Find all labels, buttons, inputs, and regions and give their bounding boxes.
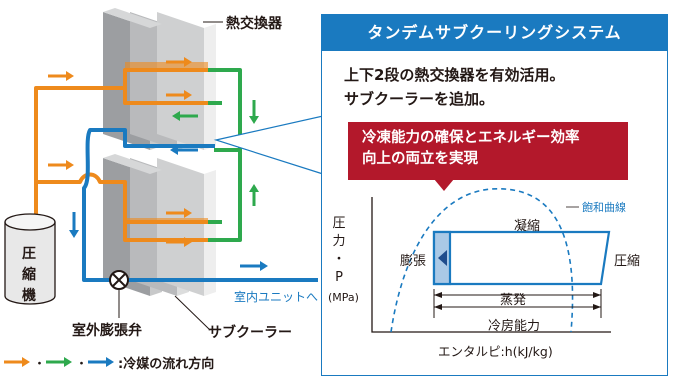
compressor: [4, 213, 56, 305]
callout-box: 冷凍能力の確保とエネルギー効率 向上の両立を実現: [348, 122, 628, 180]
orange-refrigerant-lines: [34, 68, 208, 242]
desc-line-2: サブクーラーを追加。: [344, 90, 495, 108]
compression-label: 圧縮: [614, 254, 641, 269]
upper-heat-exchanger: [103, 8, 216, 150]
green-refrigerant-lines: [208, 68, 242, 242]
subcooler-label: サブクーラー: [208, 325, 292, 341]
panel-title: タンデムサブクーリングシステム: [322, 15, 667, 51]
legend-sep-2: ・: [75, 357, 89, 372]
flow-arrows: [48, 57, 268, 271]
panel-description: 上下2段の熱交換器を有効活用。 サブクーラーを追加。: [344, 63, 564, 111]
y-axis-label: 圧 力 ・ P: [332, 216, 346, 285]
info-panel: タンデムサブクーリングシステム 上下2段の熱交換器を有効活用。 サブクーラーを追…: [321, 14, 668, 376]
blue-refrigerant-lines: [82, 128, 318, 282]
cycle-diagram: [432, 230, 610, 285]
legend-arrows: [4, 357, 114, 367]
compressor-label: 圧 縮 機: [22, 246, 36, 304]
expansion-valve-label: 室外膨張弁: [72, 323, 142, 339]
evaporation-label: 蒸発: [500, 293, 527, 308]
saturation-curve-label: 飽和曲線: [582, 201, 626, 214]
x-axis-label: エンタルピ:h(kJ/kg): [438, 344, 553, 359]
indoor-unit-label: 室内ユニットへ: [234, 290, 319, 304]
ph-diagram: [370, 187, 611, 333]
y-axis-unit: (MPa): [328, 291, 359, 304]
callout-pointer: [434, 179, 454, 191]
desc-line-1: 上下2段の熱交換器を有効活用。: [344, 66, 565, 84]
saturation-curve: [389, 187, 573, 332]
callout-line-1: 冷凍能力の確保とエネルギー効率: [362, 130, 580, 146]
legend-sep-1: ・: [33, 357, 47, 372]
expansion-arrow-icon: [437, 249, 447, 266]
cooling-capacity-label: 冷房能力: [488, 319, 541, 334]
callout-line-2: 向上の両立を実現: [362, 151, 478, 167]
expansion-label: 膨張: [400, 254, 427, 269]
legend-text: :冷媒の流れ方向: [118, 357, 215, 372]
heat-exchanger-label: 熱交換器: [226, 16, 282, 32]
expansion-valve-icon: [109, 270, 129, 290]
condensation-label: 凝縮: [514, 219, 541, 234]
